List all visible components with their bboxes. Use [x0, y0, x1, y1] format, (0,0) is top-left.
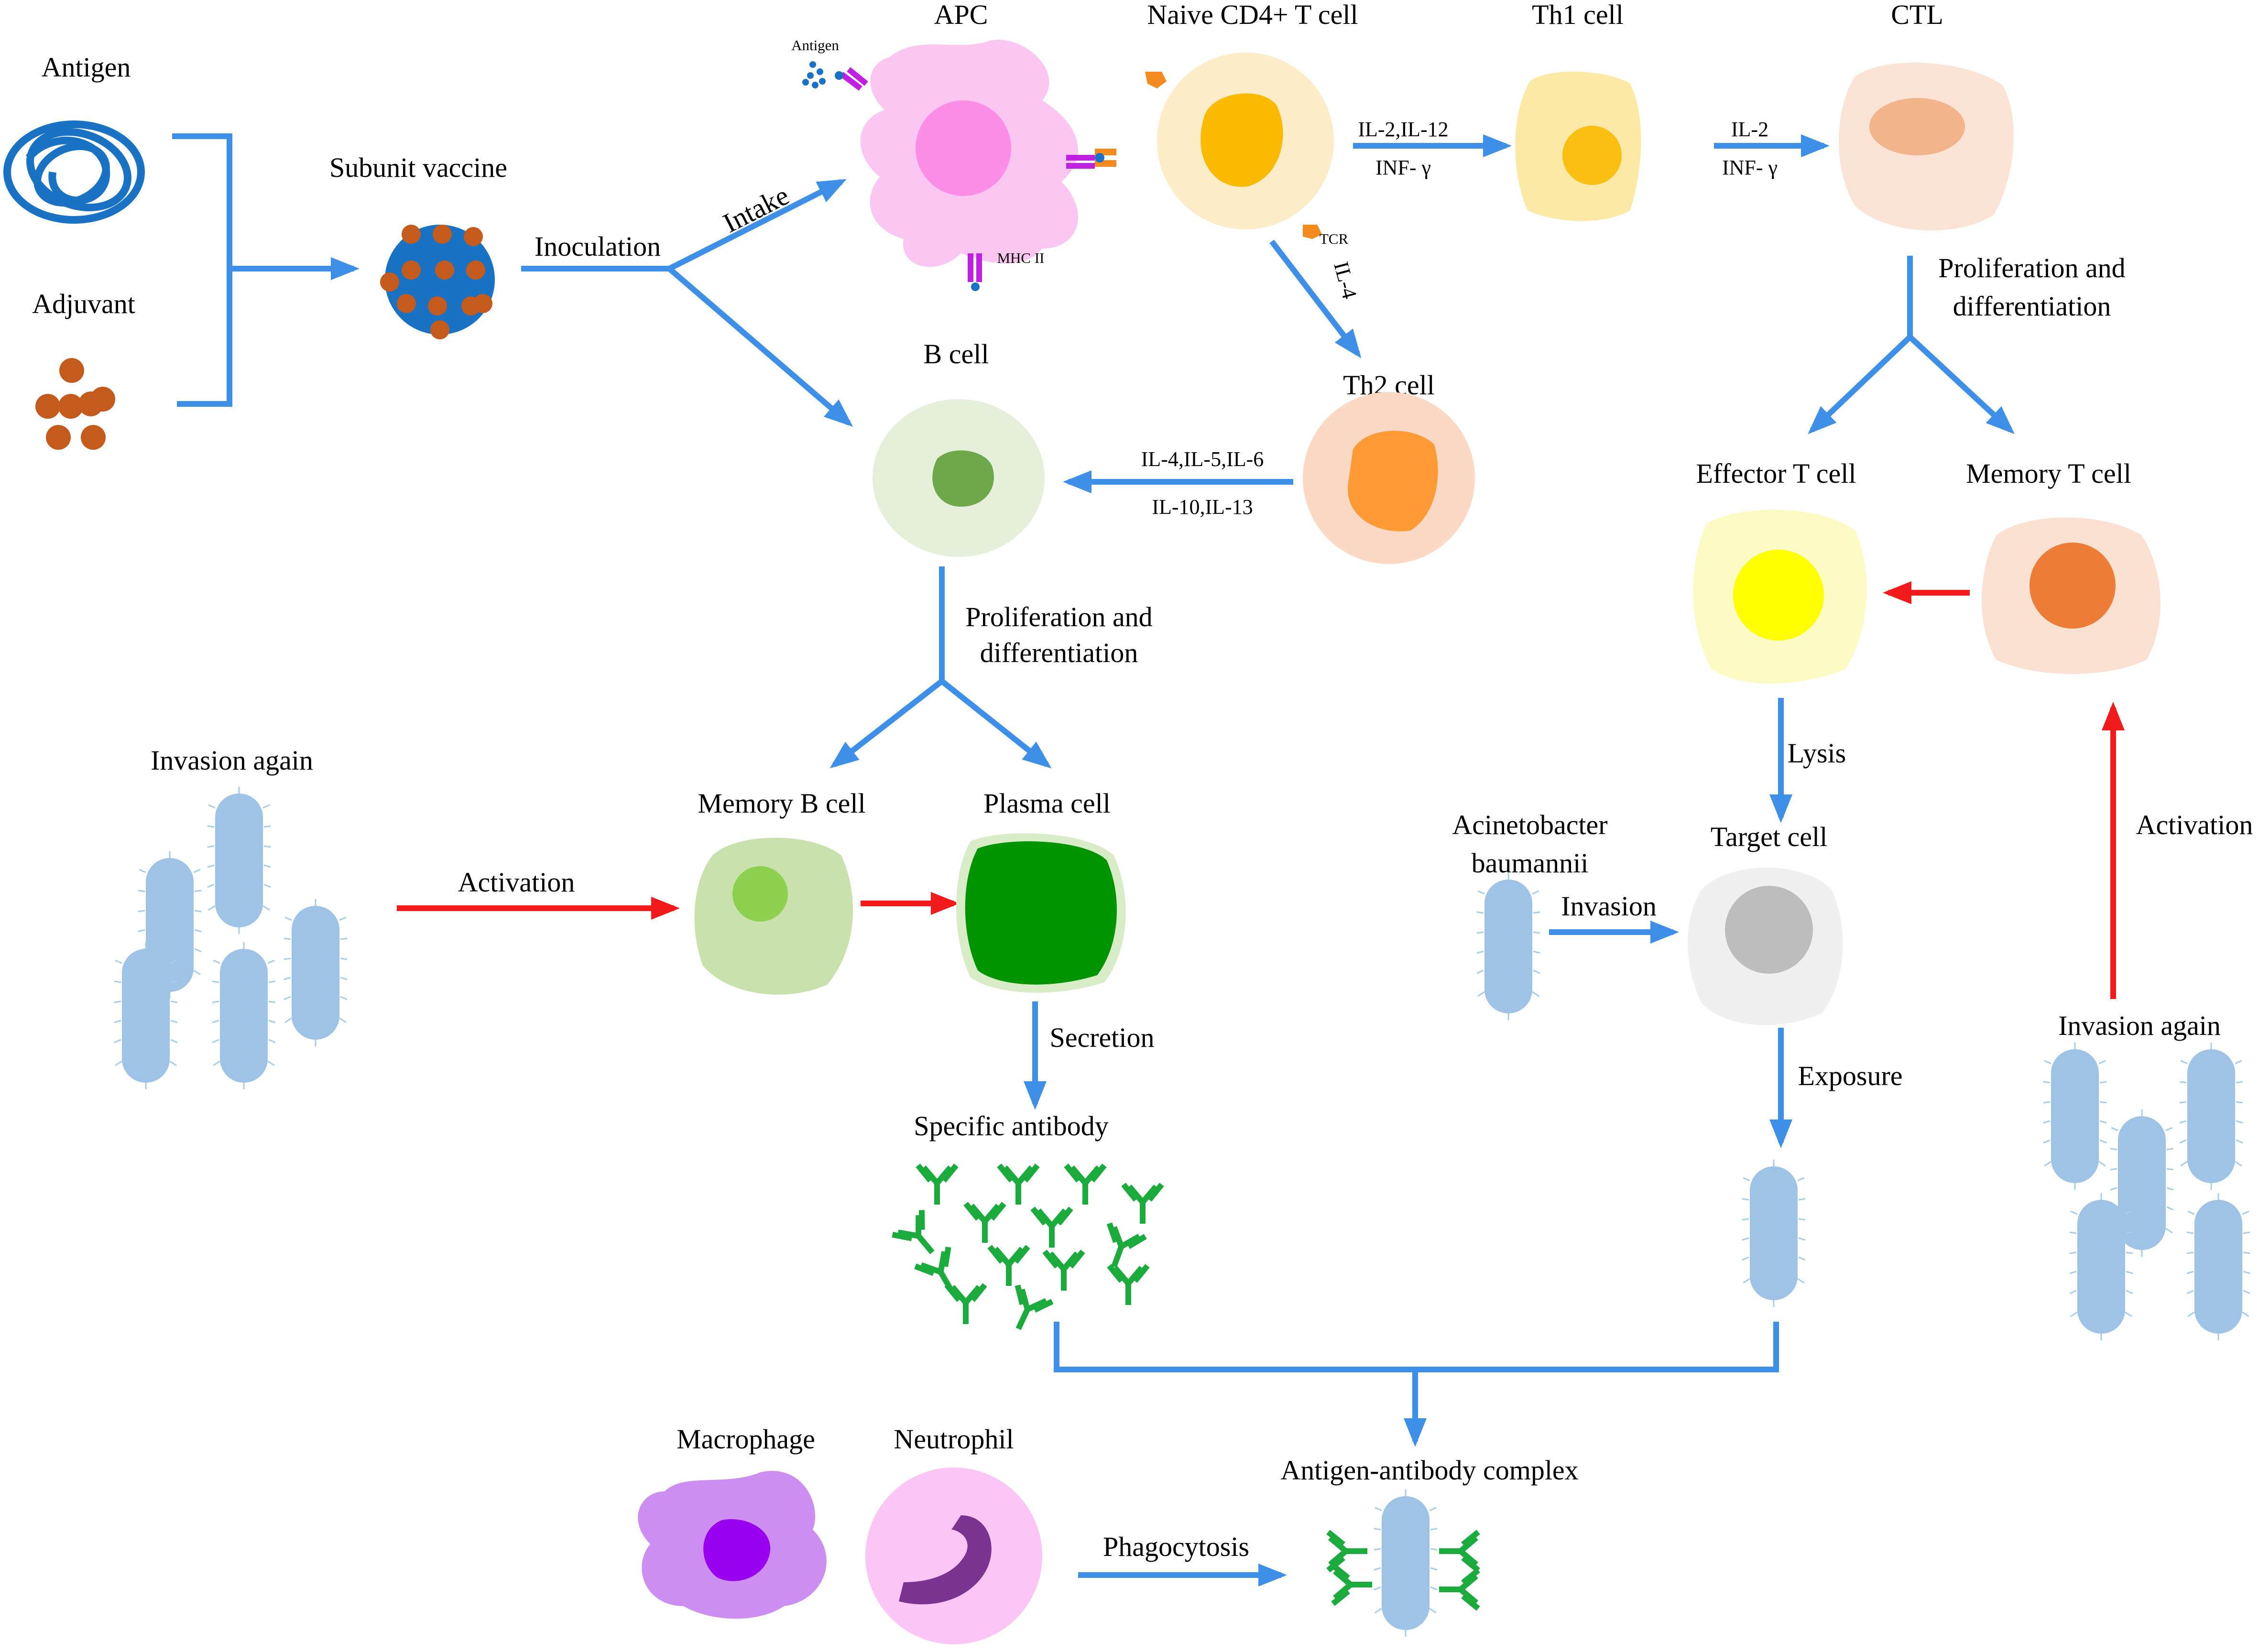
- neutrophil-label: Neutrophil: [894, 1424, 1014, 1455]
- complex-merge-bracket: [1054, 1322, 1779, 1372]
- lysis-label: Lysis: [1788, 738, 1846, 769]
- apc-cell: [860, 40, 1078, 267]
- arrow-to-th2: [1269, 239, 1362, 359]
- antibody-cluster-icon: [893, 1165, 1162, 1337]
- subunit-vaccine-icon: [380, 225, 495, 339]
- invasion-label: Invasion: [1561, 891, 1657, 922]
- t-prolif-line1: Proliferation and: [1938, 252, 2125, 283]
- bacteria-cluster-left: [113, 786, 348, 1090]
- th2-cytokine: IL-4: [1329, 259, 1362, 301]
- subunit-vaccine-label: Subunit vaccine: [329, 152, 507, 183]
- b-cytokines-top: IL-4,IL-5,IL-6: [1141, 447, 1264, 471]
- arrow-to-memory-b: [829, 679, 944, 769]
- b-prolif-line1: Proliferation and: [965, 601, 1152, 632]
- antigen-coil-icon: [3, 120, 145, 224]
- antigen-dots-icon: [802, 61, 826, 88]
- acinetobacter-line1: Acinetobacter: [1452, 809, 1607, 840]
- memory-t-cell: [1981, 517, 2161, 674]
- arrow-to-effector: [1808, 335, 1912, 435]
- to-b-cell-arrow: [667, 266, 853, 427]
- arrow-to-plasma: [940, 679, 1052, 769]
- t-prolif-line2: differentiation: [1953, 291, 2111, 322]
- ctl-cytokines-top: IL-2: [1731, 118, 1768, 141]
- b-cell-label: B cell: [924, 338, 989, 370]
- b-cell: [873, 399, 1045, 557]
- intake-label: Intake: [718, 180, 794, 239]
- acinetobacter-bacterium-icon: [1476, 872, 1541, 1021]
- adjuvant-particles-icon: [35, 358, 115, 450]
- naive-cd4-label: Naive CD4+ T cell: [1147, 0, 1358, 30]
- activation-left-label: Activation: [458, 867, 575, 898]
- th1-cytokines-bottom: INF- γ: [1375, 156, 1431, 179]
- plasma-cell: [956, 833, 1126, 993]
- th2-cell: [1303, 392, 1475, 564]
- memory-t-label: Memory T cell: [1966, 458, 2131, 489]
- exposure-label: Exposure: [1798, 1060, 1902, 1091]
- mhc-receptor-icon: [835, 67, 1116, 291]
- target-cell: [1688, 868, 1843, 1025]
- th1-cytokines-top: IL-2,IL-12: [1358, 118, 1448, 141]
- merge-bracket: [172, 133, 232, 407]
- macrophage-label: Macrophage: [677, 1424, 815, 1455]
- mhc-label: MHC II: [997, 250, 1044, 266]
- th1-cell: [1515, 71, 1641, 221]
- secretion-label: Secretion: [1049, 1022, 1154, 1053]
- ctl-cytokines-bottom: INF- γ: [1722, 156, 1778, 179]
- tcr-receptor-icon: [1145, 72, 1322, 239]
- b-prolif-line2: differentiation: [980, 637, 1138, 668]
- adjuvant-label: Adjuvant: [32, 288, 135, 319]
- specific-antibody-label: Specific antibody: [914, 1110, 1109, 1141]
- intake-arrow: [668, 179, 847, 272]
- th1-label: Th1 cell: [1532, 0, 1624, 30]
- target-cell-label: Target cell: [1711, 821, 1827, 852]
- apc-antigen-label: Antigen: [791, 37, 839, 54]
- acinetobacter-line2: baumannii: [1472, 848, 1589, 879]
- ctl-cell: [1839, 63, 2014, 231]
- plasma-label: Plasma cell: [983, 788, 1111, 819]
- tcr-label: TCR: [1320, 230, 1349, 247]
- invasion-again-left-label: Invasion again: [151, 745, 313, 776]
- effector-t-label: Effector T cell: [1696, 458, 1856, 489]
- b-cytokines-bottom: IL-10,IL-13: [1152, 495, 1253, 519]
- apc-label: APC: [934, 0, 988, 30]
- inoculation-label: Inoculation: [535, 231, 661, 262]
- arrow-to-memory-t: [1908, 335, 2015, 435]
- macrophage-cell: [638, 1471, 827, 1619]
- antigen-antibody-complex-icon: [1328, 1489, 1478, 1638]
- ctl-label: CTL: [1891, 0, 1943, 30]
- bacteria-cluster-right: [2042, 1042, 2251, 1341]
- antigen-label: Antigen: [42, 52, 131, 83]
- neutrophil-cell: [865, 1467, 1042, 1644]
- exposed-bacterium-icon: [1741, 1159, 1806, 1308]
- memory-b-cell: [694, 837, 853, 995]
- naive-cd4-cell: [1157, 53, 1334, 229]
- memory-b-label: Memory B cell: [698, 788, 865, 819]
- activation-right-label: Activation: [2136, 809, 2253, 840]
- invasion-again-right-label: Invasion again: [2058, 1010, 2221, 1041]
- effector-t-cell: [1693, 510, 1867, 684]
- phagocytosis-label: Phagocytosis: [1103, 1531, 1249, 1562]
- complex-label: Antigen-antibody complex: [1280, 1455, 1578, 1486]
